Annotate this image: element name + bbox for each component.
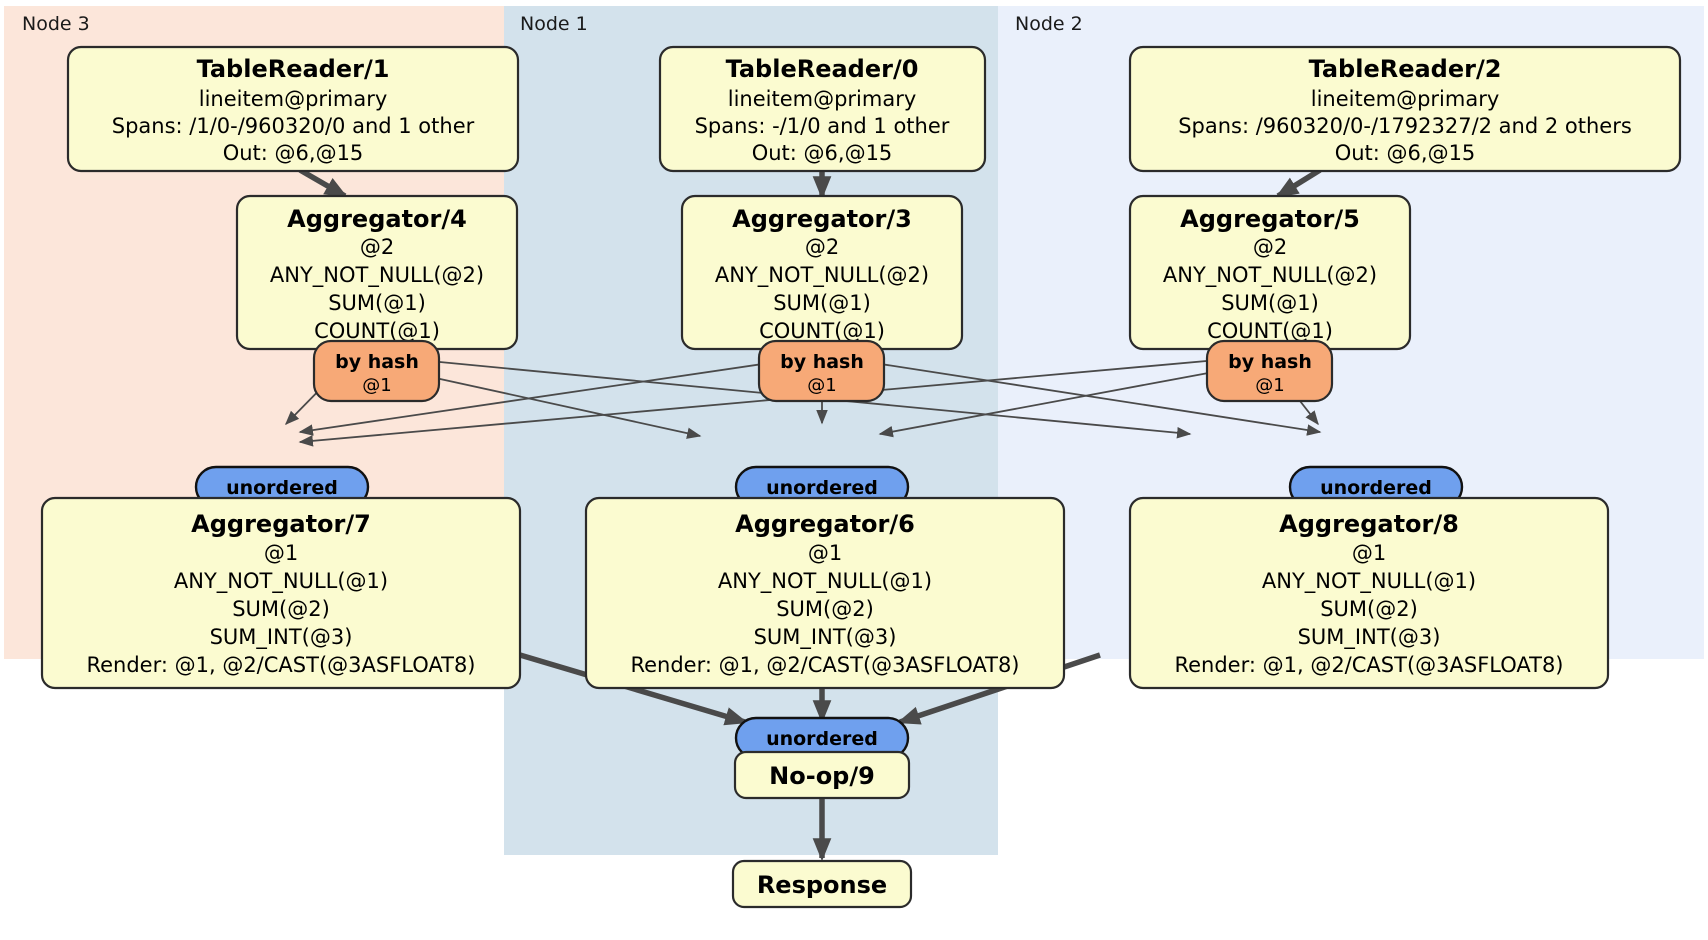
aggregator-7-title: Aggregator/7	[191, 510, 371, 538]
processor-aggregator-6[interactable]: Aggregator/6 @1 ANY_NOT_NULL(@1) SUM(@2)…	[584, 496, 1066, 690]
aggregator-8-box[interactable]	[1128, 496, 1610, 690]
aggregator-8-line-4: Render: @1, @2/CAST(@3ASFLOAT8)	[1174, 653, 1563, 677]
response-box[interactable]	[731, 859, 913, 909]
panel-label-node-2: Node 2	[1015, 13, 1083, 35]
hash-center-title: by hash	[780, 351, 864, 373]
processor-response[interactable]: Response	[731, 859, 913, 909]
aggregator-4-line-1: ANY_NOT_NULL(@2)	[270, 263, 484, 288]
aggregator-5-line-1: ANY_NOT_NULL(@2)	[1163, 263, 1377, 288]
aggregator-6-line-0: @1	[808, 541, 842, 565]
aggregator-4-title: Aggregator/4	[287, 205, 467, 233]
processor-noop-9[interactable]: No-op/9	[733, 750, 911, 800]
tablereader-1-box[interactable]	[66, 45, 520, 173]
processor-aggregator-5[interactable]: Aggregator/5 @2 ANY_NOT_NULL(@2) SUM(@1)…	[1128, 194, 1412, 351]
aggregator-8-title: Aggregator/8	[1279, 510, 1459, 538]
hash-right-sub: @1	[1255, 375, 1284, 396]
aggregator-4-line-2: SUM(@1)	[328, 291, 426, 315]
aggregator-7-line-4: Render: @1, @2/CAST(@3ASFLOAT8)	[86, 653, 475, 677]
aggregator-6-line-1: ANY_NOT_NULL(@1)	[718, 569, 932, 594]
edge-tablereader1-to-aggregator4	[298, 167, 348, 199]
panel-label-node-3: Node 3	[22, 13, 90, 35]
aggregator-3-title: Aggregator/3	[732, 205, 912, 233]
hash-center-sub: @1	[807, 375, 836, 396]
noop-9-title: No-op/9	[769, 762, 875, 790]
aggregator-7-line-3: SUM_INT(@3)	[210, 625, 353, 650]
tablereader-1-line-2: Out: @6,@15	[223, 141, 364, 165]
tablereader-2-box[interactable]	[1128, 45, 1682, 173]
aggregator-8-line-3: SUM_INT(@3)	[1298, 625, 1441, 650]
tablereader-0-box[interactable]	[658, 45, 987, 173]
sync-final-label: unordered	[766, 728, 878, 750]
aggregator-7-line-1: ANY_NOT_NULL(@1)	[174, 569, 388, 594]
router-hash-left[interactable]: by hash @1	[312, 339, 441, 403]
tablereader-2-line-0: lineitem@primary	[1311, 87, 1500, 111]
tablereader-1-line-0: lineitem@primary	[199, 87, 388, 111]
edge-hash-right-to-sync-center	[878, 365, 1247, 438]
processor-aggregator-8[interactable]: Aggregator/8 @1 ANY_NOT_NULL(@1) SUM(@2)…	[1128, 496, 1610, 690]
router-hash-center[interactable]: by hash @1	[757, 339, 886, 403]
aggregator-5-line-0: @2	[1253, 235, 1287, 259]
aggregator-5-line-3: COUNT(@1)	[1207, 319, 1333, 343]
aggregator-4-line-3: COUNT(@1)	[314, 319, 440, 343]
router-hash-right[interactable]: by hash @1	[1205, 339, 1334, 403]
hash-left-title: by hash	[335, 351, 419, 373]
tablereader-2-line-1: Spans: /960320/0-/1792327/2 and 2 others	[1178, 114, 1632, 138]
hash-left-pill[interactable]	[312, 339, 441, 403]
aggregator-8-line-2: SUM(@2)	[1320, 597, 1418, 621]
panel-label-node-1: Node 1	[520, 13, 588, 35]
tablereader-0-title: TableReader/0	[726, 55, 919, 83]
edge-hash-left-to-sync-center	[389, 367, 702, 439]
aggregator-6-line-2: SUM(@2)	[776, 597, 874, 621]
aggregator-8-line-0: @1	[1352, 541, 1386, 565]
aggregator-3-line-0: @2	[805, 235, 839, 259]
aggregator-3-line-2: SUM(@1)	[773, 291, 871, 315]
edge-tablereader2-to-aggregator5	[1275, 167, 1322, 199]
aggregator-8-line-1: ANY_NOT_NULL(@1)	[1262, 569, 1476, 594]
aggregator-6-box[interactable]	[584, 496, 1066, 690]
response-title: Response	[757, 871, 887, 899]
processor-tablereader-1[interactable]: TableReader/1 lineitem@primary Spans: /1…	[66, 45, 520, 173]
processor-aggregator-7[interactable]: Aggregator/7 @1 ANY_NOT_NULL(@1) SUM(@2)…	[40, 496, 522, 690]
aggregator-6-line-3: SUM_INT(@3)	[754, 625, 897, 650]
noop-9-box[interactable]	[733, 750, 911, 800]
hash-left-sub: @1	[362, 375, 391, 396]
processor-tablereader-2[interactable]: TableReader/2 lineitem@primary Spans: /9…	[1128, 45, 1682, 173]
processor-aggregator-4[interactable]: Aggregator/4 @2 ANY_NOT_NULL(@2) SUM(@1)…	[235, 194, 519, 351]
processor-aggregator-3[interactable]: Aggregator/3 @2 ANY_NOT_NULL(@2) SUM(@1)…	[680, 194, 964, 351]
processor-tablereader-0[interactable]: TableReader/0 lineitem@primary Spans: -/…	[658, 45, 987, 173]
hash-right-pill[interactable]	[1205, 339, 1334, 403]
sync-right-label: unordered	[1320, 477, 1432, 499]
tablereader-2-title: TableReader/2	[1309, 55, 1502, 83]
aggregator-3-line-3: COUNT(@1)	[759, 319, 885, 343]
tablereader-1-title: TableReader/1	[197, 55, 390, 83]
hash-right-title: by hash	[1228, 351, 1312, 373]
aggregator-4-line-0: @2	[360, 235, 394, 259]
tablereader-0-line-0: lineitem@primary	[728, 87, 917, 111]
aggregator-6-line-4: Render: @1, @2/CAST(@3ASFLOAT8)	[630, 653, 1019, 677]
aggregator-7-line-2: SUM(@2)	[232, 597, 330, 621]
aggregator-7-box[interactable]	[40, 496, 522, 690]
router-sync-final[interactable]: unordered	[734, 716, 910, 760]
hash-center-pill[interactable]	[757, 339, 886, 403]
aggregator-6-title: Aggregator/6	[735, 510, 915, 538]
aggregator-3-line-1: ANY_NOT_NULL(@2)	[715, 263, 929, 288]
tablereader-0-line-1: Spans: -/1/0 and 1 other	[695, 114, 950, 138]
aggregator-5-title: Aggregator/5	[1180, 205, 1360, 233]
tablereader-2-line-2: Out: @6,@15	[1335, 141, 1476, 165]
aggregator-5-line-2: SUM(@1)	[1221, 291, 1319, 315]
tablereader-1-line-1: Spans: /1/0-/960320/0 and 1 other	[112, 114, 475, 138]
sync-center-label: unordered	[766, 477, 878, 499]
sync-left-label: unordered	[226, 477, 338, 499]
aggregator-7-line-0: @1	[264, 541, 298, 565]
tablereader-0-line-2: Out: @6,@15	[752, 141, 893, 165]
edge-hash-center-to-sync-left	[298, 359, 791, 436]
